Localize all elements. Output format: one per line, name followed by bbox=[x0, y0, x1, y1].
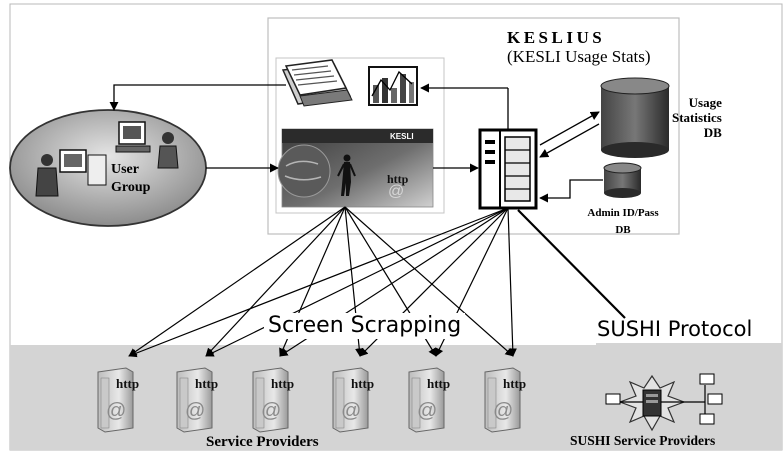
user-group-oval bbox=[9, 109, 207, 227]
bar-chart-icon bbox=[368, 66, 418, 106]
document-stack-icon bbox=[281, 59, 353, 107]
svg-text:@: @ bbox=[388, 183, 404, 200]
banner-http-label: http bbox=[387, 172, 409, 186]
service-provider-server-6: http @ bbox=[484, 367, 526, 433]
sushi-protocol-label: SUSHI Protocol bbox=[597, 317, 753, 341]
service-provider-server-2: http @ bbox=[176, 367, 218, 433]
service-providers-label: Service Providers bbox=[206, 434, 319, 450]
usage-statistics-db-label: Usage Statistics DB bbox=[672, 95, 722, 140]
at-symbol: @ bbox=[417, 400, 437, 422]
usage-statistics-db-icon bbox=[600, 77, 670, 158]
service-provider-server-5: http @ bbox=[408, 367, 450, 433]
central-server-icon bbox=[478, 128, 538, 210]
http-label: http bbox=[195, 376, 218, 391]
at-symbol: @ bbox=[185, 400, 205, 422]
http-label: http bbox=[351, 376, 374, 391]
kesli-portal-banner: KESLI @ bbox=[277, 128, 434, 208]
system-subtitle: (KESLI Usage Stats) bbox=[507, 47, 651, 66]
sushi-service-providers-label: SUSHI Service Providers bbox=[570, 433, 716, 448]
at-symbol: @ bbox=[341, 400, 361, 422]
admin-db-icon bbox=[603, 162, 642, 198]
http-label: http bbox=[427, 376, 450, 391]
admin-db-to-server-arrow bbox=[539, 179, 603, 203]
at-symbol: @ bbox=[493, 400, 513, 422]
usage-db-to-server-arrow bbox=[539, 123, 600, 158]
screen-scrapping-label: Screen Scrapping bbox=[264, 313, 466, 339]
server-to-usage-db-arrow bbox=[539, 111, 600, 146]
http-label: http bbox=[116, 376, 139, 391]
admin-db-label: Admin ID/Pass DB bbox=[587, 207, 659, 236]
http-label: http bbox=[503, 376, 526, 391]
sushi-protocol-line bbox=[517, 209, 626, 319]
system-title: KESLIUS bbox=[507, 28, 606, 47]
sushi-network-icon bbox=[605, 373, 723, 432]
service-provider-server-4: http @ bbox=[332, 367, 374, 433]
service-provider-server-3: http @ bbox=[252, 367, 294, 433]
user-group-label: User Group bbox=[111, 162, 151, 195]
at-symbol: @ bbox=[106, 400, 126, 422]
http-label: http bbox=[271, 376, 294, 391]
service-provider-server-1: http @ bbox=[97, 367, 139, 433]
at-symbol: @ bbox=[261, 400, 281, 422]
portal-to-users-arrow bbox=[109, 84, 286, 111]
kesli-banner-logo: KESLI bbox=[390, 132, 414, 141]
